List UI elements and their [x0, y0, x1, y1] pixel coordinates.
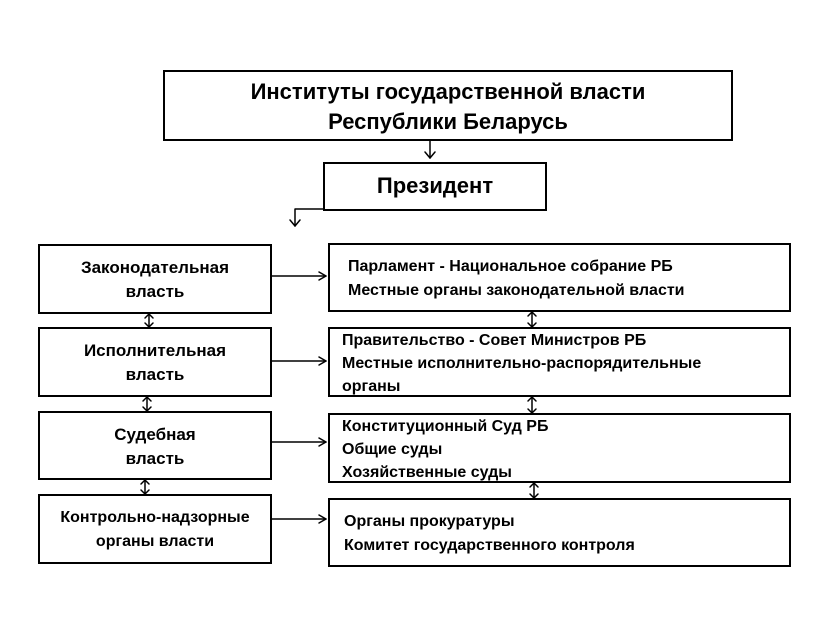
- organs-control-box: Органы прокуратуры Комитет государственн…: [328, 498, 791, 567]
- title-line-1: Институты государственной власти: [250, 79, 646, 104]
- arrow-control-to-organs: [271, 514, 327, 524]
- title-box: Институты государственной власти Республ…: [163, 70, 733, 141]
- organ-government: Правительство - Совет Министров РБ: [342, 332, 647, 349]
- arrow-legislative-to-organs: [271, 271, 327, 281]
- organ-economic-courts: Хозяйственные суды: [342, 464, 512, 481]
- arrow-judicial-to-organs: [271, 437, 327, 447]
- branch-control-line-1: Контрольно-надзорные: [60, 509, 250, 526]
- organs-executive-box: Правительство - Совет Министров РБ Местн…: [328, 327, 791, 397]
- organ-constitutional-court: Конституционный Суд РБ: [342, 418, 549, 435]
- organ-parliament: Парламент - Национальное собрание РБ: [348, 258, 673, 275]
- branch-judicial-line-2: власть: [125, 449, 185, 468]
- organ-local-legislative: Местные органы законодательной власти: [348, 282, 685, 299]
- branch-legislative-line-1: Законодательная: [80, 258, 230, 277]
- president-box: Президент: [323, 162, 547, 211]
- organs-judicial-box: Конституционный Суд РБ Общие суды Хозяйс…: [328, 413, 791, 483]
- double-arrow-legislative-executive: [144, 313, 154, 328]
- branch-executive-line-1: Исполнительная: [83, 341, 227, 360]
- double-arrow-executive-judicial: [142, 396, 152, 412]
- branch-executive-box: Исполнительная власть: [38, 327, 272, 397]
- organs-legislative-box: Парламент - Национальное собрание РБ Мес…: [328, 243, 791, 312]
- organ-local-executive: Местные исполнительно-распорядительные: [342, 355, 702, 372]
- arrow-title-to-president: [424, 140, 436, 159]
- arrow-president-to-branches: [289, 208, 324, 227]
- double-arrow-organs-judicial-control: [529, 482, 539, 499]
- organ-local-executive-cont: органы: [342, 378, 401, 395]
- branch-control-box: Контрольно-надзорные органы власти: [38, 494, 272, 564]
- organ-state-control: Комитет государственного контроля: [344, 537, 635, 554]
- branch-legislative-box: Законодательная власть: [38, 244, 272, 314]
- double-arrow-judicial-control: [140, 479, 150, 495]
- president-label: Президент: [376, 173, 494, 198]
- branch-executive-line-2: власть: [125, 365, 185, 384]
- arrow-executive-to-organs: [271, 356, 327, 366]
- organ-general-courts: Общие суды: [342, 441, 443, 458]
- organ-prosecution: Органы прокуратуры: [344, 513, 515, 530]
- branch-judicial-line-1: Судебная: [114, 425, 196, 444]
- branch-legislative-line-2: власть: [125, 282, 185, 301]
- double-arrow-organs-legislative-executive: [527, 311, 537, 328]
- double-arrow-organs-executive-judicial: [527, 396, 537, 414]
- title-line-2: Республики Беларусь: [328, 109, 568, 134]
- branch-control-line-2: органы власти: [95, 533, 215, 550]
- branch-judicial-box: Судебная власть: [38, 411, 272, 480]
